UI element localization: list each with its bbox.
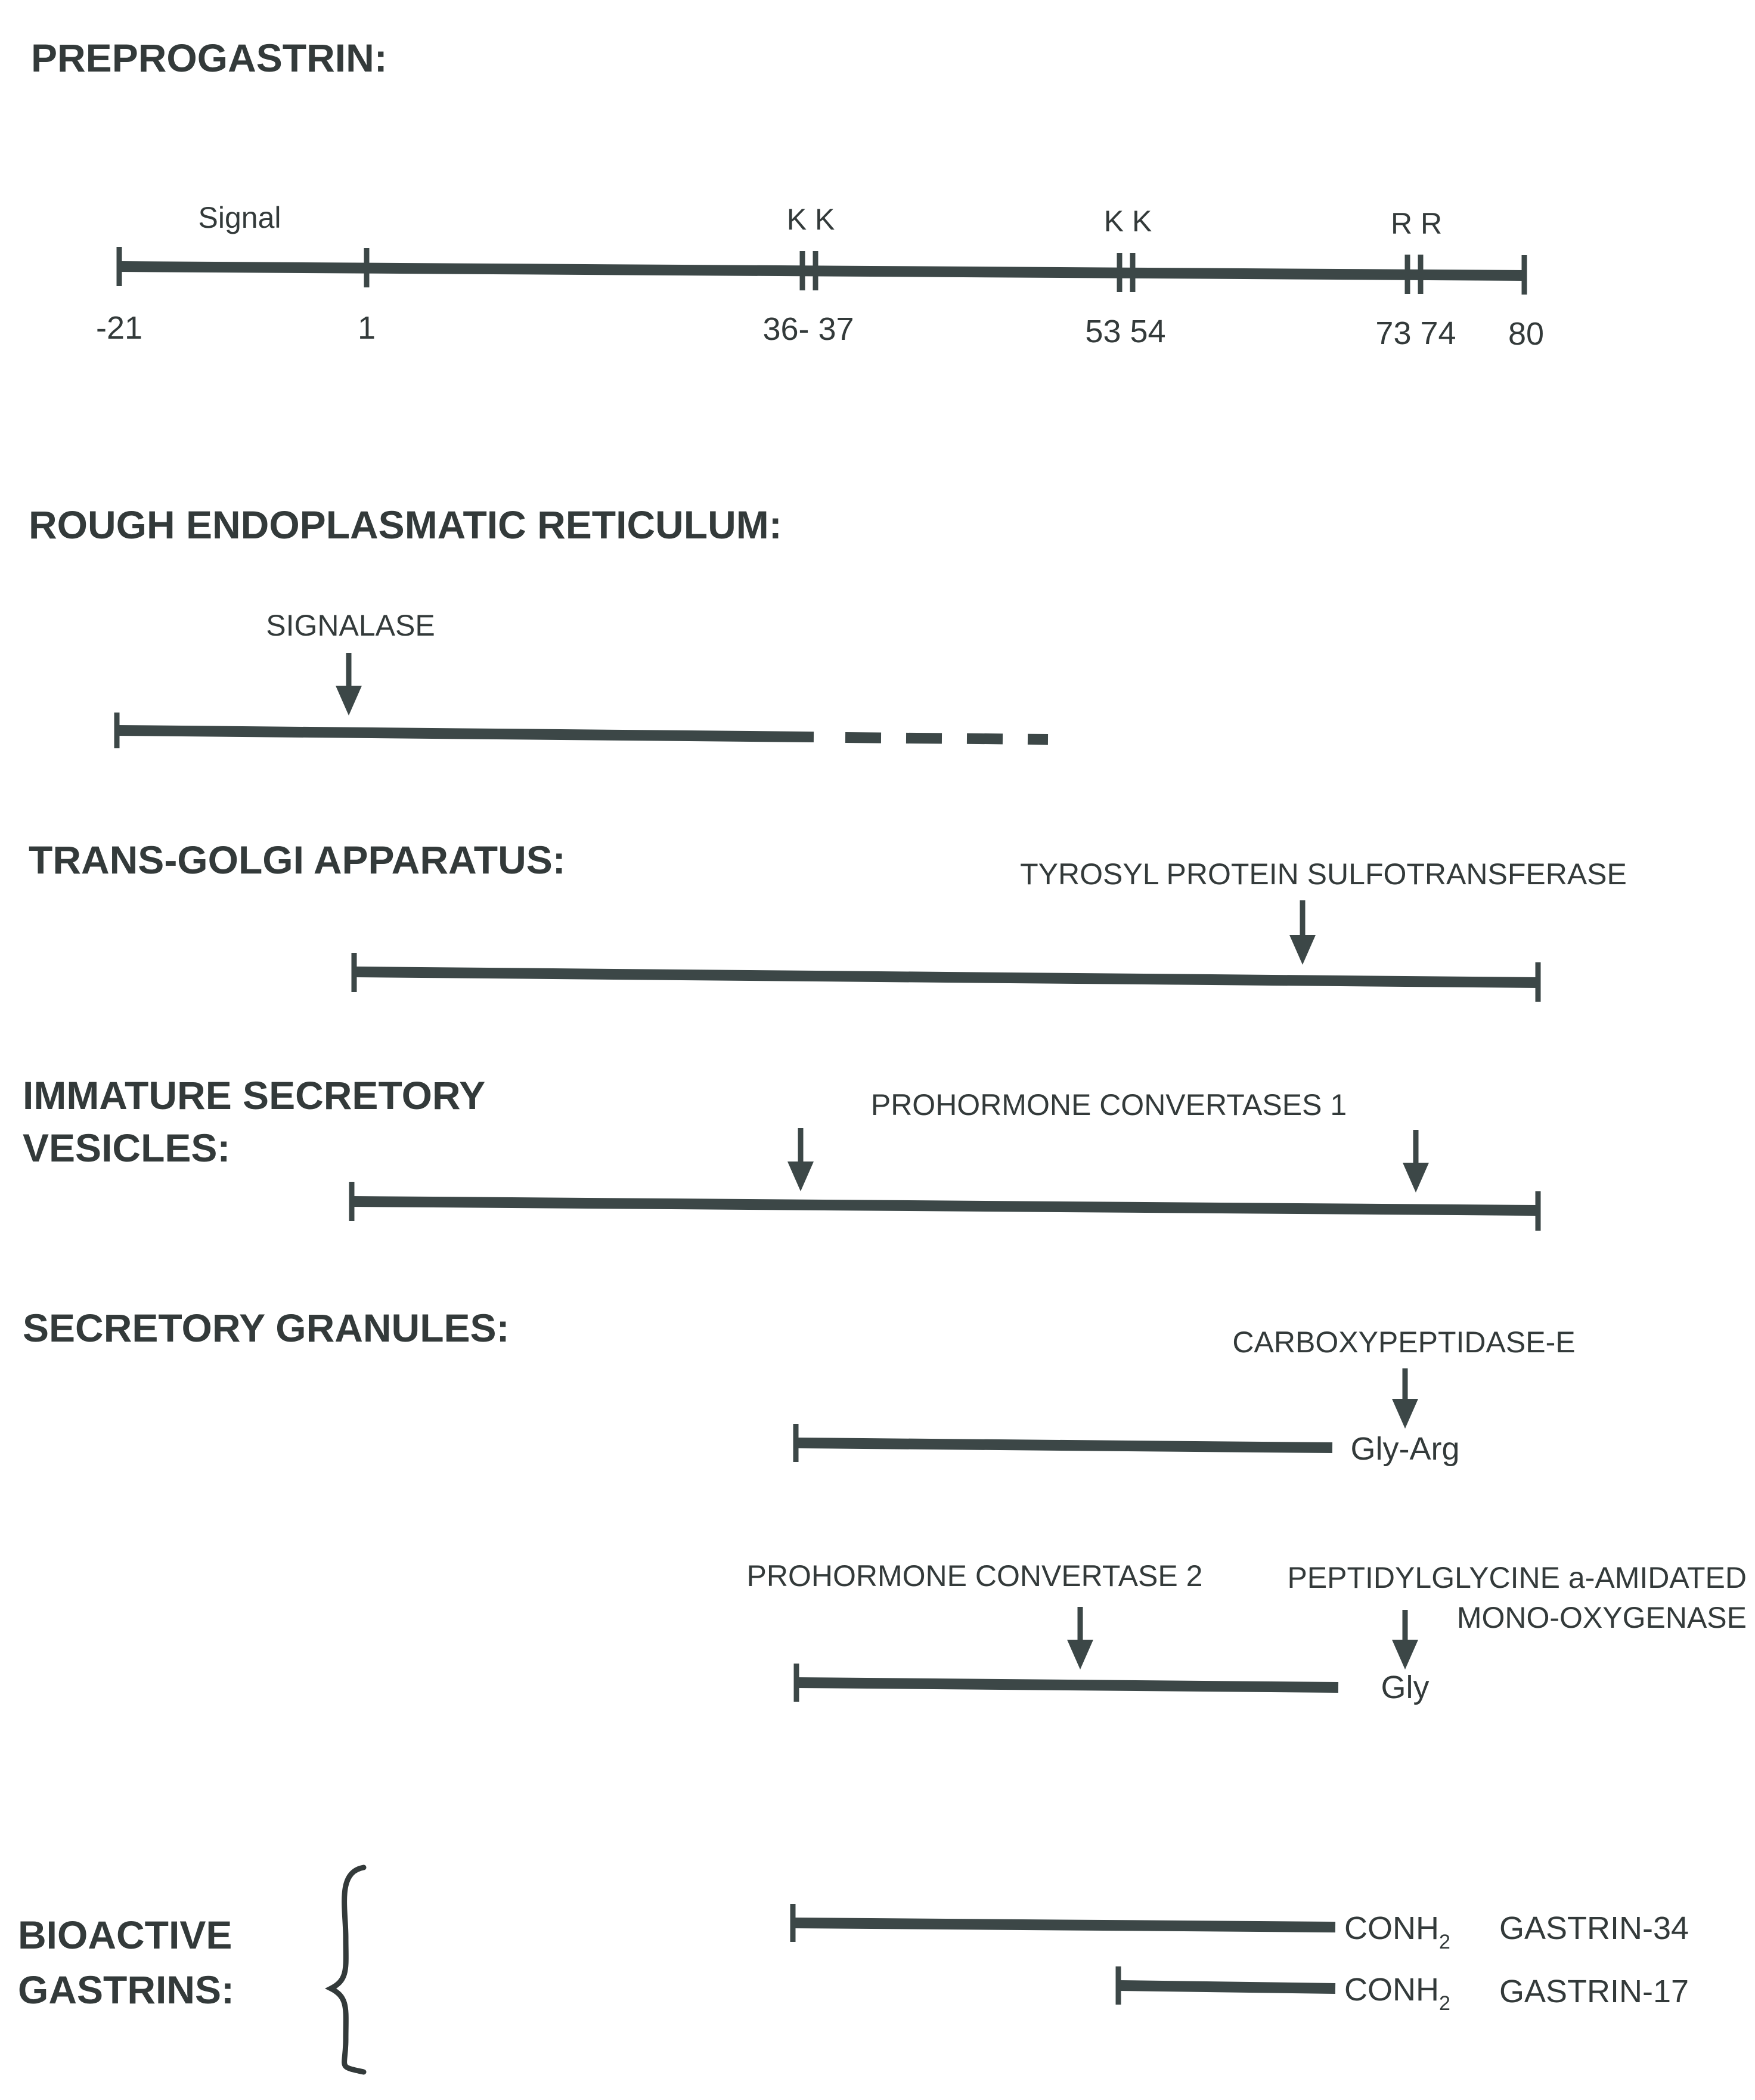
residue-gly: Gly: [1381, 1670, 1430, 1705]
heading-rough-er: ROUGH ENDOPLASMATIC RETICULUM:: [29, 503, 782, 547]
position-label-1: 1: [358, 310, 376, 346]
heading-bioactive-line2: GASTRINS:: [18, 1968, 234, 2012]
enzyme-signalase: SIGNALASE: [266, 609, 435, 642]
gastrin17-chain: [1115, 1966, 1336, 2005]
position-label-36-37: 36- 37: [762, 311, 854, 347]
pc1-arrow-right: [1403, 1130, 1429, 1193]
position-label-53-54: 53 54: [1085, 314, 1165, 349]
granule-chain-2: [793, 1664, 1339, 1702]
position-label-73-74: 73 74: [1375, 315, 1456, 351]
gastrin34-label: GASTRIN-34: [1499, 1910, 1689, 1946]
pam-arrow: [1392, 1610, 1418, 1670]
heading-trans-golgi: TRANS-GOLGI APPARATUS:: [29, 838, 566, 882]
pc1-arrow-left: [787, 1128, 814, 1191]
enzyme-pc1: PROHORMONE CONVERTASES 1: [871, 1088, 1347, 1122]
pc2-arrow: [1067, 1607, 1093, 1670]
heading-isv-line2: VESICLES:: [23, 1126, 230, 1170]
golgi-chain: [351, 953, 1541, 1002]
cleavage-label-rr: R R: [1391, 207, 1442, 240]
residue-gly-arg: Gly-Arg: [1350, 1431, 1459, 1467]
cleavage-label-kk2: K K: [1104, 205, 1152, 238]
enzyme-pam-line2: MONO-OXYGENASE: [1457, 1601, 1747, 1634]
granule-chain-1: [793, 1424, 1333, 1462]
heading-secretory-granules: SECRETORY GRANULES:: [23, 1306, 510, 1350]
signalase-arrow: [336, 653, 362, 716]
brace-icon: [324, 1864, 367, 2075]
tpst-arrow: [1289, 900, 1316, 965]
cpe-arrow: [1392, 1368, 1418, 1429]
gastrin17-label: GASTRIN-17: [1499, 1974, 1689, 2009]
isv-chain: [349, 1182, 1541, 1231]
heading-isv-line1: IMMATURE SECRETORY: [23, 1073, 485, 1117]
gastrin34-conh2: CONH2: [1344, 1910, 1450, 1953]
rer-chain: [114, 713, 1049, 748]
gastrin34-chain: [790, 1904, 1336, 1942]
position-label-80: 80: [1508, 316, 1544, 352]
heading-bioactive-line1: BIOACTIVE: [18, 1913, 232, 1957]
cleavage-label-kk1: K K: [787, 203, 835, 236]
signal-label: Signal: [199, 201, 281, 234]
enzyme-pc2: PROHORMONE CONVERTASE 2: [747, 1559, 1203, 1593]
position-label-minus21: -21: [96, 310, 142, 346]
gastrin17-conh2: CONH2: [1344, 1972, 1450, 2015]
enzyme-cpe: CARBOXYPEPTIDASE-E: [1232, 1325, 1575, 1359]
preprogastrin-chain: [116, 247, 1527, 295]
enzyme-pam-line1: PEPTIDYLGLYCINE a-AMIDATED: [1287, 1561, 1747, 1594]
heading-preprogastrin: PREPROGASTRIN:: [31, 36, 387, 80]
enzyme-tpst: TYROSYL PROTEIN SULFOTRANSFERASE: [1020, 857, 1627, 891]
